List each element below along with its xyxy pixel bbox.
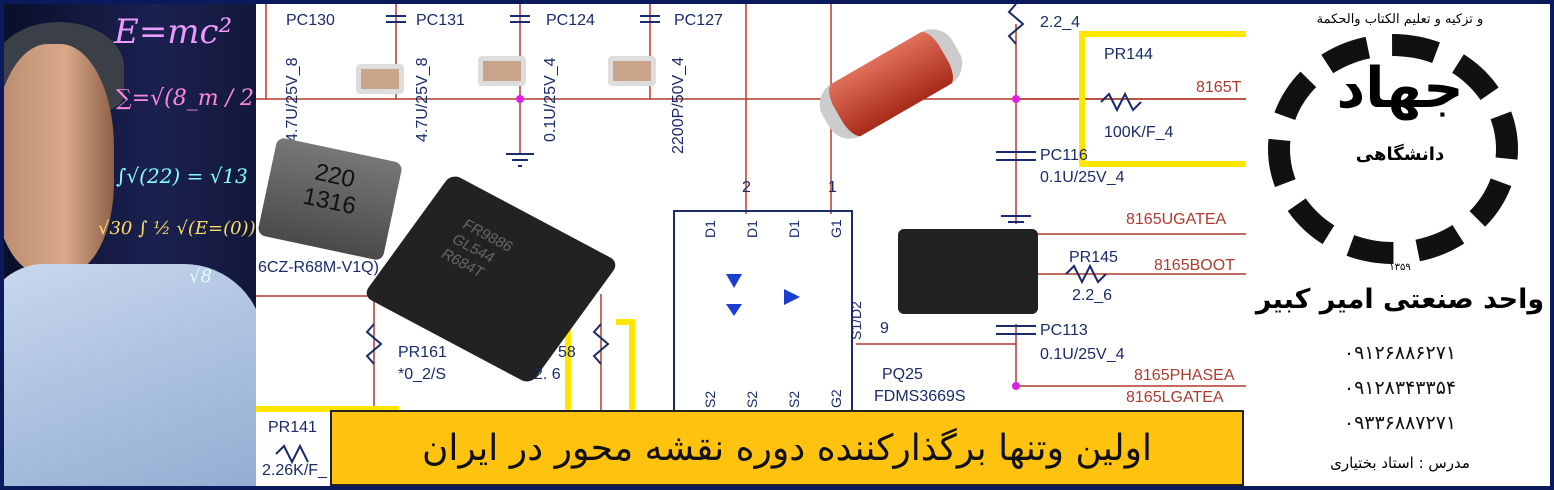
- cap-value: 0.1U/25V_4: [1040, 346, 1125, 363]
- smd-capacitor: [478, 56, 526, 86]
- phone-number: ۰۹۱۲۶۸۸۶۲۷۱: [1343, 342, 1457, 364]
- headline-text: اولین وتنها برگذارکننده دوره نقشه محور د…: [421, 427, 1153, 469]
- headline-banner: اولین وتنها برگذارکننده دوره نقشه محور د…: [330, 410, 1244, 486]
- pin-label: S1/D2: [848, 301, 864, 340]
- instructor-photo: E=mc² ∑=√(8_m / 2=8²) ∫√(22) = √13 √30 ∫…: [4, 4, 256, 486]
- shirt: [4, 264, 256, 486]
- net-label: 8165PHASEA: [1134, 367, 1235, 384]
- pin-label: S2: [702, 390, 718, 408]
- phone-number: ۰۹۱۲۸۳۴۳۳۵۴: [1343, 377, 1457, 399]
- cap-ref: PC131: [416, 12, 465, 29]
- resistor-value: *0_2/S: [398, 366, 447, 383]
- pin-label: D1: [744, 220, 760, 238]
- logo-motto: و تزکیه و تعلیم الکتاب والحکمة: [1316, 12, 1484, 27]
- resistor-value: 100K/F_4: [1104, 124, 1174, 141]
- mosfet-part: FDMS3669S: [874, 388, 966, 405]
- cap-ref: PC124: [546, 12, 595, 29]
- logo-main: جهاد: [1336, 56, 1464, 121]
- pin-label: 9: [880, 320, 889, 337]
- resistor-ref: PR161: [398, 344, 447, 361]
- formula: E=mc²: [114, 12, 233, 52]
- smd-capacitor: [356, 64, 404, 94]
- resistor-ref: PR144: [1104, 46, 1153, 63]
- cap-ref: PC127: [674, 12, 723, 29]
- instructor-name: مدرس : استاد بختیاری: [1330, 454, 1470, 472]
- pin-label: G2: [828, 389, 844, 408]
- cap-value: 0.1U/25V_4: [542, 57, 559, 142]
- pin-label: S2: [786, 390, 802, 408]
- resistor-value: 2.26K/F_: [262, 462, 327, 479]
- logo-year: ۱۳۵۹: [1389, 262, 1411, 273]
- cap-value: 0.1U/25V_4: [1040, 169, 1125, 186]
- resistor-ref: PR141: [268, 419, 317, 436]
- branch-name: واحد صنعتی امیر کبیر: [1255, 284, 1545, 315]
- inductor-part: 6CZ-R68M-V1Q): [258, 259, 379, 276]
- formula: ∑=√(8_m / 2=8²): [116, 86, 256, 111]
- cap-value: 4.7U/25V_8: [284, 57, 301, 142]
- cap-ref: PC113: [1040, 322, 1088, 339]
- face: [4, 44, 114, 274]
- resistor-ref: 58: [558, 344, 576, 361]
- sot-chip: [898, 229, 1038, 314]
- formula: √30 ∫ ½ √(E=(0)): [98, 218, 256, 239]
- pin-label: G1: [828, 219, 844, 238]
- pin-label: D1: [786, 220, 802, 238]
- institute-panel: و تزکیه و تعلیم الکتاب والحکمة جهاد دانش…: [1250, 4, 1550, 486]
- logo-sub: دانشگاهی: [1355, 144, 1445, 165]
- net-label: 8165UGATEA: [1126, 211, 1227, 228]
- net-label: 8165BOOT: [1154, 257, 1235, 274]
- pin-label: 2: [742, 179, 751, 196]
- pin-label: 1: [828, 179, 837, 196]
- cap-value: 4.7U/25V_8: [414, 57, 431, 142]
- pin-label: D1: [702, 220, 718, 238]
- phone-number: ۰۹۳۳۶۸۸۷۲۷۱: [1343, 412, 1457, 434]
- resistor-value: 2. 6: [534, 366, 561, 383]
- cap-ref: PC130: [286, 12, 335, 29]
- net-label: 8165LGATEA: [1126, 389, 1224, 406]
- formula: ∫√(22) = √13: [116, 164, 248, 188]
- schematic: PC130 PC131 PC124 PC127 4.7U/25V_8 4.7U/…: [256, 4, 1246, 486]
- net-label: 8165T: [1196, 79, 1242, 96]
- resistor-value: 2.2_4: [1040, 14, 1081, 31]
- mosfet-ref: PQ25: [882, 366, 923, 383]
- banner-frame: E=mc² ∑=√(8_m / 2=8²) ∫√(22) = √13 √30 ∫…: [4, 4, 1550, 486]
- cap-ref: PC116: [1040, 147, 1088, 164]
- resistor-value: 2.2_6: [1072, 287, 1113, 304]
- pin-label: S2: [744, 390, 760, 408]
- formula: √8: [189, 266, 212, 287]
- resistor-ref: PR145: [1069, 249, 1118, 266]
- cap-value: 2200P/50V_4: [670, 57, 687, 154]
- smd-capacitor: [608, 56, 656, 86]
